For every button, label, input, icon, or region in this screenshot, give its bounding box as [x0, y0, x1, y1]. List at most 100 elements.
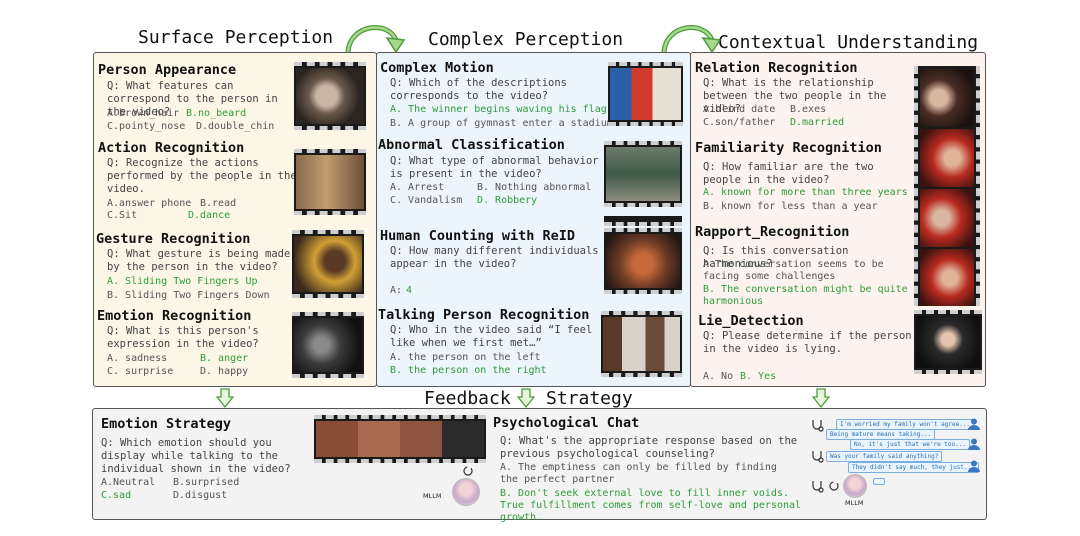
video-film-strip-vertical — [914, 66, 980, 306]
lie-detection-question: Q: Please determine if the person in the… — [703, 330, 912, 355]
option-b-answer: B. the person on the right — [390, 365, 547, 376]
option-c: C.Sit — [107, 210, 138, 221]
talking-person-heading: Talking Person Recognition — [378, 307, 590, 323]
mllm-avatar — [843, 474, 867, 498]
relation-recognition-heading: Relation Recognition — [695, 60, 858, 76]
video-thumbnail — [294, 62, 366, 130]
option-b: B. Sliding Two Fingers Down — [107, 290, 270, 301]
video-thumbnail — [292, 230, 364, 298]
option-b-answer: B. anger — [200, 353, 249, 364]
video-thumbnail — [294, 149, 366, 215]
refresh-icon — [829, 481, 839, 491]
option-a: A. Arrest — [390, 182, 445, 193]
familiarity-recognition-question: Q: How familiar are the two people in th… — [703, 161, 874, 186]
answer-value: 4 — [406, 285, 413, 296]
video-thumbnail — [914, 310, 982, 374]
option-a: A. sadness — [107, 353, 168, 364]
arrow-down-icon — [216, 388, 234, 408]
option-d: D.double_chin — [196, 121, 275, 132]
option-a: A. No — [703, 371, 734, 382]
section-title-context: Contextual Understanding — [718, 32, 979, 53]
relation-recognition-question: Q: What is the relationship between the … — [703, 77, 887, 115]
gesture-recognition-question: Q: What gesture is being made by the per… — [107, 248, 291, 273]
option-c: C. surprise — [107, 366, 174, 377]
option-a: A.The conversation seems to be facing so… — [703, 259, 884, 282]
arrow-down-icon — [517, 388, 535, 408]
video-thumbnail — [292, 312, 364, 378]
action-recognition-heading: Action Recognition — [98, 140, 245, 156]
option-b: B.surprised — [173, 477, 240, 488]
section-title-surface: Surface Perception — [138, 27, 334, 48]
option-d: D. happy — [200, 366, 249, 377]
option-b: B. Nothing abnormal — [477, 182, 592, 193]
refresh-icon — [463, 466, 473, 476]
emotion-recognition-heading: Emotion Recognition — [97, 308, 252, 324]
option-d-answer: D.married — [790, 117, 845, 128]
option-c: C. Vandalism — [390, 195, 463, 206]
talking-person-question: Q: Who in the video said “I feel like wh… — [390, 324, 593, 349]
option-c: C.son/father — [703, 117, 776, 128]
section-title-complex: Complex Perception — [428, 29, 624, 50]
chat-bubble: They didn't say much, they just... — [848, 462, 979, 473]
stethoscope-icon — [812, 420, 824, 432]
curved-arrow-icon — [345, 25, 406, 54]
human-counting-heading: Human Counting with ReID — [380, 228, 576, 244]
option-a: A.blind date — [703, 104, 776, 115]
option-d-answer: D.dance — [188, 210, 231, 221]
familiarity-recognition-heading: Familiarity Recognition — [695, 140, 882, 156]
option-a: A.answer phone — [107, 198, 192, 209]
option-a-answer: A. The winner begins waving his flag — [390, 104, 607, 115]
video-thumbnail — [604, 228, 682, 294]
complex-motion-heading: Complex Motion — [380, 60, 494, 76]
chat-bubble: No, it's just that we're too... — [850, 439, 970, 450]
option-a: A. The emptiness can only be filled by f… — [500, 462, 777, 485]
option-b-answer: B. Yes — [740, 371, 777, 382]
option-b-answer: B. Don't seek external love to fill inne… — [500, 488, 802, 523]
chat-bubble-typing — [873, 478, 885, 485]
psychological-chat-heading: Psychological Chat — [493, 415, 640, 431]
psychological-chat-question: Q: What's the appropriate response based… — [500, 435, 798, 460]
gesture-recognition-heading: Gesture Recognition — [96, 231, 251, 247]
option-c-answer: C.sad — [101, 490, 132, 501]
video-film-strip — [314, 415, 486, 463]
user-icon — [968, 460, 980, 472]
stethoscope-icon — [812, 481, 824, 493]
human-counting-question: Q: How many different individuals appear… — [390, 245, 599, 270]
emotion-strategy-heading: Emotion Strategy — [101, 416, 232, 432]
chat-bubble: Was your family said anything? — [826, 451, 943, 462]
option-a: A.brown_hair — [107, 108, 180, 119]
answer-prefix: A: — [390, 285, 403, 296]
lie-detection-heading: Lie_Detection — [698, 313, 804, 329]
rapport-recognition-heading: Rapport_Recognition — [695, 224, 850, 240]
option-d: D.disgust — [173, 490, 228, 501]
mllm-avatar — [452, 478, 480, 506]
option-a: A.Neutral — [101, 477, 156, 488]
stethoscope-icon — [812, 451, 824, 463]
film-strip — [604, 216, 682, 226]
mllm-label: MLLM — [845, 499, 864, 507]
abnormal-classification-heading: Abnormal Classification — [378, 137, 565, 153]
abnormal-classification-question: Q: What type of abnormal behavior is pre… — [390, 155, 599, 180]
option-b: B.read — [200, 198, 237, 209]
person-appearance-question: Q: What features can correspond to the p… — [107, 80, 278, 118]
option-b-answer: B. The conversation might be quite harmo… — [703, 284, 908, 307]
option-d-answer: D. Robbery — [477, 195, 538, 206]
emotion-recognition-question: Q: What is this person's expression in t… — [107, 325, 259, 350]
option-a-answer: A. Sliding Two Fingers Up — [107, 276, 258, 287]
user-icon — [968, 418, 980, 430]
action-recognition-question: Q: Recognize the actions performed by th… — [107, 157, 297, 195]
option-a: A. the person on the left — [390, 352, 541, 363]
option-c: C.pointy_nose — [107, 121, 186, 132]
option-b-answer: B.no_beard — [186, 108, 247, 119]
section-title-strategy: Strategy — [546, 388, 633, 409]
option-b: B. known for less than a year — [703, 201, 878, 212]
arrow-down-icon — [812, 388, 830, 408]
rapport-recognition-question: Q: Is this conversation harmonious? — [703, 245, 849, 270]
video-thumbnail — [601, 311, 682, 377]
curved-arrow-icon — [661, 25, 722, 54]
option-b: B. A group of gymnast enter a stadium — [390, 118, 613, 129]
video-thumbnail — [604, 141, 682, 207]
section-title-feedback: Feedback — [424, 388, 511, 409]
user-icon — [968, 438, 980, 450]
person-appearance-heading: Person Appearance — [98, 62, 237, 78]
